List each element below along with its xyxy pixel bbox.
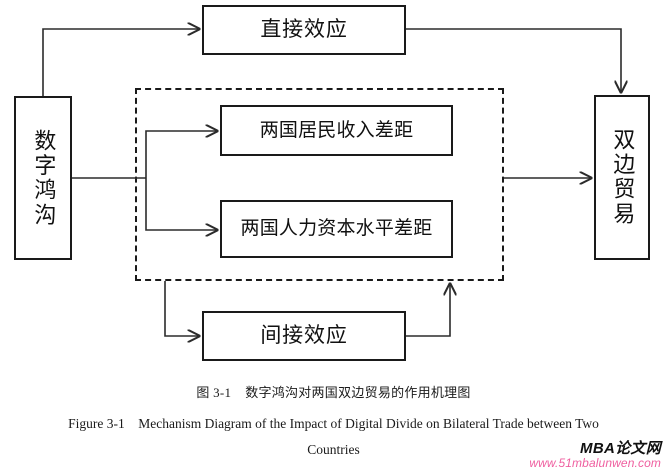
node-income-gap[interactable]: 两国居民收入差距 [220, 105, 453, 156]
edge-indirect-to-mediators [406, 284, 450, 337]
edge-divide-to-income-gap [145, 131, 217, 178]
edge-divide-to-direct [42, 29, 199, 96]
watermark: MBA论文网 www.51mbalunwen.com [529, 440, 661, 471]
edge-mediators-to-indirect [164, 281, 199, 336]
edge-direct-to-trade [406, 28, 621, 92]
node-digital-divide[interactable]: 数字鸿沟 [14, 96, 72, 260]
dashed-group-container [135, 88, 504, 281]
figure-caption-english-line1: Figure 3-1 Mechanism Diagram of the Impa… [68, 416, 599, 432]
figure-caption-english-line2: Countries [307, 441, 360, 457]
node-indirect-effect[interactable]: 间接效应 [202, 311, 406, 361]
edge-divide-to-human-capital-gap [145, 178, 217, 230]
node-direct-effect[interactable]: 直接效应 [202, 5, 406, 55]
figure-caption-chinese: 图 3-1 数字鸿沟对两国双边贸易的作用机理图 [196, 385, 471, 400]
node-human-capital-gap[interactable]: 两国人力资本水平差距 [220, 200, 453, 258]
watermark-url: www.51mbalunwen.com [529, 456, 661, 471]
node-bilateral-trade[interactable]: 双边贸易 [594, 95, 650, 260]
watermark-title: MBA论文网 [580, 439, 661, 457]
figure-caption: 图 3-1 数字鸿沟对两国双边贸易的作用机理图 Figure 3-1 Mecha… [0, 384, 667, 459]
